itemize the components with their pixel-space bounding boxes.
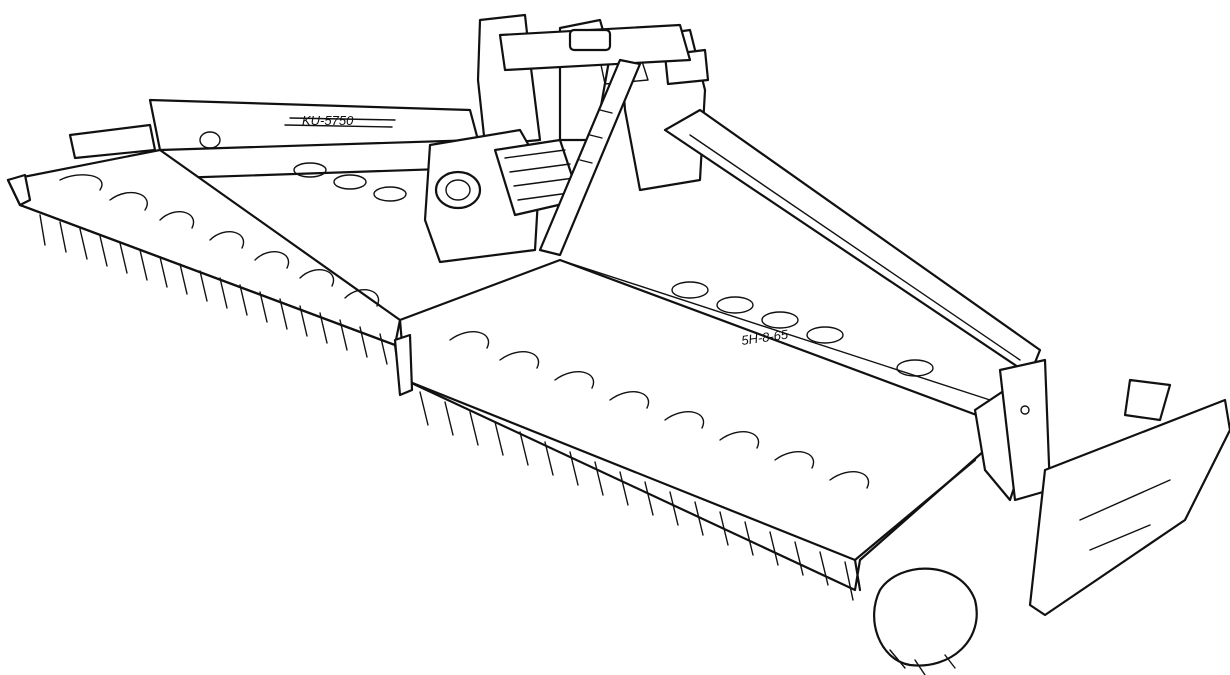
left-frame-box (6, 148, 402, 382)
right-lifting-arm (663, 108, 1042, 377)
side-shield (1028, 378, 1230, 617)
left-tine-row (39, 214, 388, 365)
center-coupling (393, 333, 414, 397)
right-frame-box: 5H-8-65 (398, 258, 992, 592)
beam-lettering: KU-5750 (302, 113, 354, 128)
central-headstock (476, 13, 710, 192)
bottom-rotor (873, 567, 978, 675)
diagonal-link-rod (538, 58, 642, 257)
left-end-cap (6, 173, 32, 207)
right-end-plate (973, 358, 1052, 502)
rear-plate-oval-holes (293, 162, 991, 401)
right-tine-row (419, 391, 854, 601)
frame-marking: 5H-8-65 (740, 326, 789, 347)
